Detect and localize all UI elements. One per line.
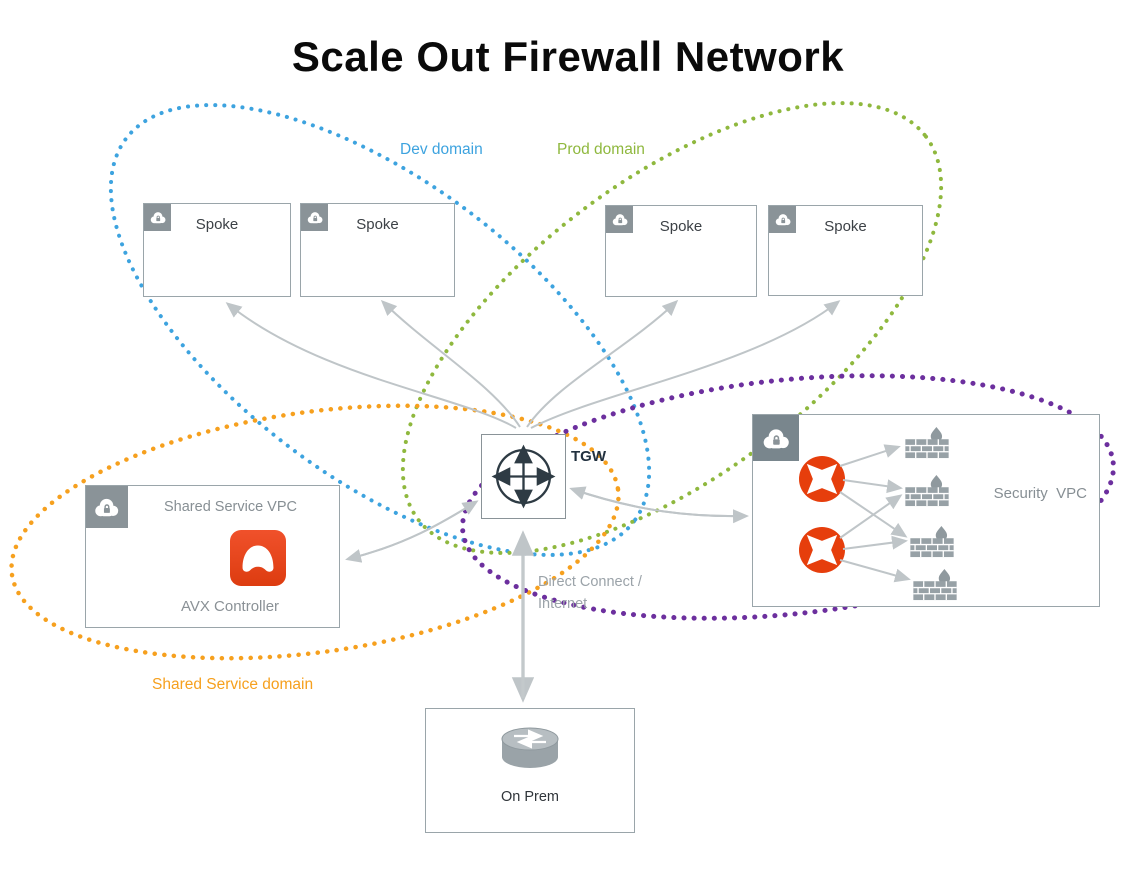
firewall-icon-1 <box>904 427 950 459</box>
spoke-box-prod-1: Spoke <box>605 205 757 297</box>
vpc-cloud-lock-icon <box>86 486 128 528</box>
firewall-icon-3 <box>909 526 955 558</box>
shared-service-domain-label: Shared Service domain <box>152 676 314 693</box>
spoke-box-dev-2: Spoke <box>300 203 455 297</box>
firewall-icon-4 <box>912 569 958 601</box>
vpc-cloud-lock-icon <box>606 206 633 233</box>
tgw-box <box>481 434 566 519</box>
spoke-box-prod-2: Spoke <box>768 205 923 296</box>
vpc-cloud-lock-icon <box>769 206 796 233</box>
firewall-gateway-icon-2 <box>799 527 845 573</box>
vpc-cloud-lock-icon <box>301 204 328 231</box>
dev-domain-label: Dev domain <box>400 141 483 158</box>
spoke-label: Spoke <box>659 218 703 235</box>
direct-connect-label: Direct Connect / Internet <box>538 571 642 615</box>
avx-controller-icon <box>230 530 286 586</box>
spoke-label: Spoke <box>824 218 867 235</box>
prod-domain-label: Prod domain <box>557 141 645 158</box>
avx-controller-label: AVX Controller <box>180 598 280 615</box>
spoke-label: Spoke <box>356 216 399 233</box>
on-prem-box: On Prem <box>425 708 635 833</box>
spoke-box-dev-1: Spoke <box>143 203 291 297</box>
direct-connect-line1: Direct Connect / <box>538 574 642 590</box>
spoke-label: Spoke <box>195 216 239 233</box>
transit-gateway-icon <box>491 444 556 509</box>
firewall-gateway-icon-1 <box>799 456 845 502</box>
direct-connect-line2: Internet <box>538 596 588 612</box>
on-prem-router-icon <box>488 723 572 784</box>
vpc-cloud-lock-icon <box>753 415 799 461</box>
firewall-icon-2 <box>904 475 950 507</box>
shared-service-vpc-box: Shared Service VPC AVX Controller <box>85 485 340 628</box>
tgw-label: TGW <box>571 448 606 465</box>
shared-service-vpc-title: Shared Service VPC <box>164 499 297 515</box>
security-vpc-label: Security VPC <box>993 485 1087 502</box>
on-prem-label: On Prem <box>500 789 559 805</box>
vpc-cloud-lock-icon <box>144 204 171 231</box>
page-title: Scale Out Firewall Network <box>291 33 845 80</box>
security-vpc-box: Security VPC <box>752 414 1100 607</box>
